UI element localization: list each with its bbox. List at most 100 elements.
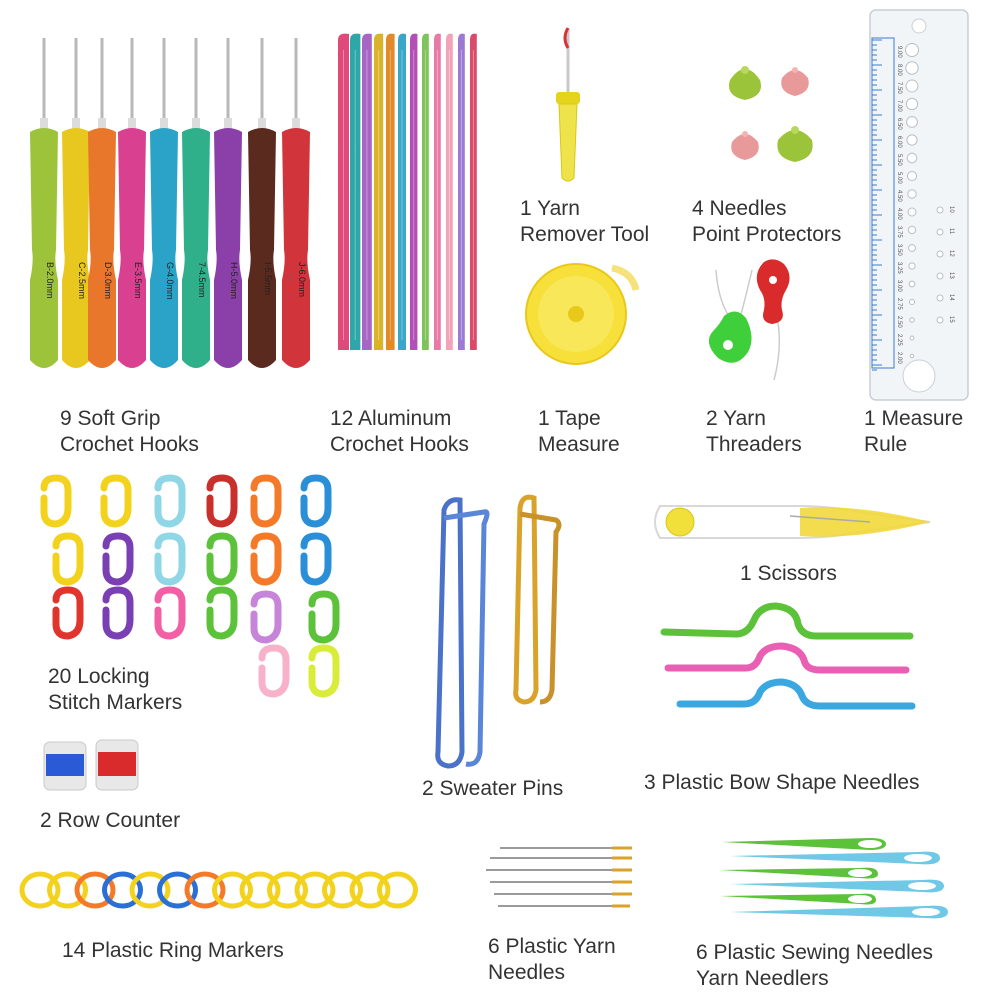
label-ring-markers: 14 Plastic Ring Markers [62, 939, 284, 962]
stitch-marker [154, 474, 186, 528]
stitch-marker [40, 474, 72, 528]
gauge-hole [936, 228, 944, 236]
ring-marker [74, 871, 116, 909]
gauge-size-label: 9.00 [896, 46, 902, 58]
stitch-marker [250, 474, 282, 528]
ring-marker [102, 871, 143, 909]
aluminum-hook [446, 33, 453, 350]
gauge-hole [908, 298, 916, 306]
gauge-number-label: 12 [948, 250, 954, 257]
aluminum-crochet-hooks [338, 33, 477, 350]
gauge-hole [936, 206, 944, 214]
stitch-marker [154, 586, 186, 640]
label-stitch-markers: 20 Locking Stitch Markers [48, 665, 183, 714]
gauge-hole [909, 353, 915, 359]
yarn-remover-tool [556, 27, 580, 182]
ring-marker [184, 871, 226, 909]
gauge-number-label: 13 [948, 272, 954, 279]
label-point-protectors: 4 Needles Point Protectors [692, 197, 842, 246]
gauge-hole [909, 317, 915, 323]
sweater-pins [435, 494, 562, 769]
gauge-number-label: 10 [948, 206, 954, 213]
stitch-marker [206, 474, 238, 528]
gauge-hole [905, 79, 919, 93]
label-yarn-threaders: 2 Yarn Threaders [706, 407, 802, 456]
label-scissors: 1 Scissors [740, 562, 837, 585]
soft-grip-hook: D-3.0mm [88, 38, 116, 368]
gauge-number-label: 14 [948, 294, 954, 301]
gauge-size-label: 4.00 [896, 208, 902, 220]
aluminum-hook [434, 33, 441, 350]
ring-marker [212, 871, 253, 909]
gauge-hole [908, 280, 916, 288]
gauge-size-label: 6.50 [896, 118, 902, 130]
soft-grip-hook: J-6.0mm [282, 38, 310, 368]
stitch-marker [102, 586, 134, 640]
stitch-marker [52, 586, 84, 640]
label-bow-needles: 3 Plastic Bow Shape Needles [644, 771, 920, 794]
gauge-size-label: 3.00 [896, 280, 902, 292]
label-sweater-pins: 2 Sweater Pins [422, 777, 564, 800]
gauge-size-label: 7.00 [896, 100, 902, 112]
stitch-marker [258, 644, 290, 698]
label-sewing-needles: 6 Plastic Sewing Needles Yarn Needlers [696, 941, 933, 990]
gauge-size-label: 2.25 [896, 334, 902, 346]
stitch-marker [250, 532, 282, 586]
hook-size-label: E-3.5mm [133, 262, 143, 299]
gauge-size-label: 2.00 [896, 352, 902, 364]
hook-size-label: J-6.0mm [297, 262, 307, 297]
soft-grip-hook: B-2.0mm [30, 38, 58, 368]
gauge-hole [907, 189, 917, 199]
ring-marker [157, 871, 198, 909]
measure-rule: 9.008.007.507.006.506.005.505.004.504.00… [869, 9, 969, 401]
gauge-hole [936, 316, 944, 324]
aluminum-hook [374, 33, 384, 350]
gauge-hole [936, 272, 944, 280]
gauge-hole [905, 97, 919, 111]
gauge-hole [906, 170, 918, 182]
gauge-hole [936, 294, 944, 302]
stitch-marker [206, 532, 238, 586]
gauge-size-label: 3.75 [896, 226, 902, 238]
hook-size-label: G-4.0mm [165, 262, 175, 300]
label-soft-grip-hooks: 9 Soft Grip Crochet Hooks [60, 407, 199, 456]
gauge-size-label: 2.75 [896, 298, 902, 310]
ring-marker [377, 871, 418, 909]
gauge-hole [907, 207, 917, 217]
gauge-number-label: 15 [948, 316, 954, 323]
locking-stitch-markers [40, 474, 340, 698]
ring-marker [19, 871, 61, 909]
aluminum-hook [362, 33, 372, 350]
label-yarn-needles: 6 Plastic Yarn Needles [488, 935, 616, 984]
thread-scissors [654, 505, 931, 539]
gauge-size-label: 3.25 [896, 262, 902, 274]
stitch-marker [52, 532, 84, 586]
aluminum-hook [398, 33, 406, 350]
ring-marker [47, 871, 88, 909]
gauge-hole [906, 152, 918, 164]
hook-size-label: D-3.0mm [103, 262, 113, 299]
gauge-size-label: 2.50 [896, 316, 902, 328]
soft-grip-hook: I-5.5mm [248, 38, 276, 368]
gauge-hole [908, 262, 916, 270]
gauge-hole [907, 225, 917, 235]
gauge-size-label: 7.50 [896, 82, 902, 94]
plastic-sewing-needles [720, 838, 948, 919]
gauge-hole [936, 250, 944, 258]
hook-size-label: H-5.0mm [229, 262, 239, 299]
label-yarn-remover: 1 Yarn Remover Tool [520, 197, 650, 246]
soft-grip-hook: C-2.5mm [62, 38, 90, 368]
needle-point-protectors [729, 66, 813, 162]
soft-grip-hook: H-5.0mm [214, 38, 242, 368]
hook-size-label: B-2.0mm [45, 262, 55, 299]
gauge-hole [905, 61, 919, 75]
stitch-marker [100, 474, 132, 528]
ring-marker [294, 871, 336, 909]
gauge-hole [906, 116, 918, 128]
hook-size-label: C-2.5mm [77, 262, 87, 299]
plastic-yarn-needles [486, 846, 632, 908]
label-row-counter: 2 Row Counter [40, 809, 181, 832]
stitch-marker [250, 590, 282, 644]
plastic-ring-markers [19, 871, 418, 909]
